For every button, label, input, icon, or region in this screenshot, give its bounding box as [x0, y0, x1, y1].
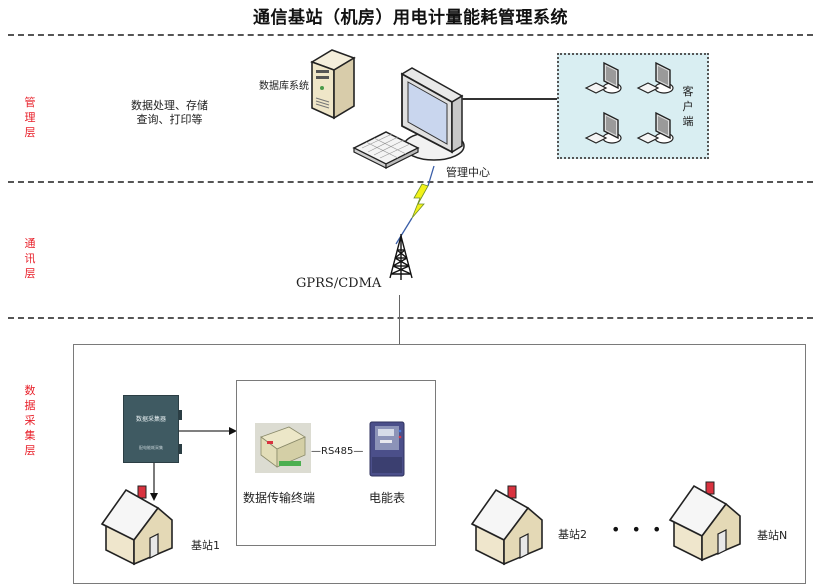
station-label-2: 基站2 [558, 528, 587, 541]
layer-char: 集 [24, 429, 36, 442]
layer-char: 讯 [24, 252, 36, 265]
layer-label-collection: 数 据 采 集 层 [22, 383, 38, 458]
collector-device-sublabel: 配电能耗采集 [139, 445, 163, 450]
metering-unit-box [236, 380, 436, 546]
collector-hinge [179, 444, 182, 454]
cell-tower-icon [389, 234, 413, 280]
client-computer-icon [636, 61, 674, 94]
database-server-icon [310, 49, 356, 120]
base-station-house-icon [470, 485, 543, 566]
rs485-bus-label: —RS485— [311, 446, 363, 457]
layer-char: 采 [24, 414, 36, 427]
layer-char: 理 [24, 111, 36, 124]
layer-separator-top [8, 34, 813, 36]
rs485-line-right: — [353, 446, 364, 457]
ellipsis: • • • [611, 520, 665, 539]
client-label: 客 户 端 [681, 84, 695, 129]
management-center-computer-icon [352, 67, 465, 169]
dtu-label: 数据传输终端 [243, 491, 316, 505]
client-computer-icon [584, 111, 622, 144]
collector-to-dtu-arrow [179, 427, 237, 435]
meter-label: 电能表 [369, 491, 406, 505]
collector-to-station1-arrow [150, 463, 158, 501]
wireless-link-icon [395, 165, 435, 245]
layer-char: 管 [24, 96, 36, 109]
layer-separator-communication-collection [8, 317, 813, 319]
layer-label-management: 管 理 层 [22, 95, 38, 140]
rs485-line-left: — [311, 446, 321, 457]
layer-char: 数 [24, 384, 36, 397]
layer-label-communication: 通 讯 层 [22, 236, 38, 281]
client-label-char: 端 [682, 115, 694, 128]
rs485-text: RS485 [321, 446, 354, 457]
functions-line-1: 数据处理、存储 [131, 99, 208, 112]
database-label: 数据库系统 [259, 81, 309, 92]
layer-char: 据 [24, 399, 36, 412]
management-functions: 数据处理、存储 查询、打印等 [131, 99, 208, 127]
center-to-client-link [462, 98, 557, 100]
client-computer-icon [584, 61, 622, 94]
layer-char: 层 [24, 126, 36, 139]
collector-device-label: 数据采集器 [135, 416, 166, 423]
management-center-label: 管理中心 [446, 166, 490, 179]
client-group [557, 53, 709, 159]
network-label: GPRS/CDMA [296, 276, 382, 291]
base-station-house-icon [668, 481, 741, 562]
layer-char: 层 [24, 267, 36, 280]
functions-line-2: 查询、打印等 [136, 113, 203, 126]
station-label-1: 基站1 [191, 539, 220, 552]
client-label-char: 客 [682, 85, 694, 98]
layer-separator-management-communication [8, 181, 813, 183]
base-station-house-icon [100, 485, 173, 566]
data-collector-device: 数据采集器 配电能耗采集 [123, 395, 182, 463]
energy-meter-icon [369, 421, 405, 477]
station-label-n: 基站N [757, 529, 788, 542]
client-computer-icon [636, 111, 674, 144]
tower-to-collection-link [399, 295, 400, 344]
client-label-char: 户 [682, 100, 694, 113]
data-transfer-terminal-icon [255, 423, 311, 473]
collector-hinge [179, 410, 182, 420]
layer-char: 层 [24, 444, 36, 457]
diagram-title: 通信基站（机房）用电计量能耗管理系统 [253, 8, 568, 28]
layer-char: 通 [24, 237, 36, 250]
